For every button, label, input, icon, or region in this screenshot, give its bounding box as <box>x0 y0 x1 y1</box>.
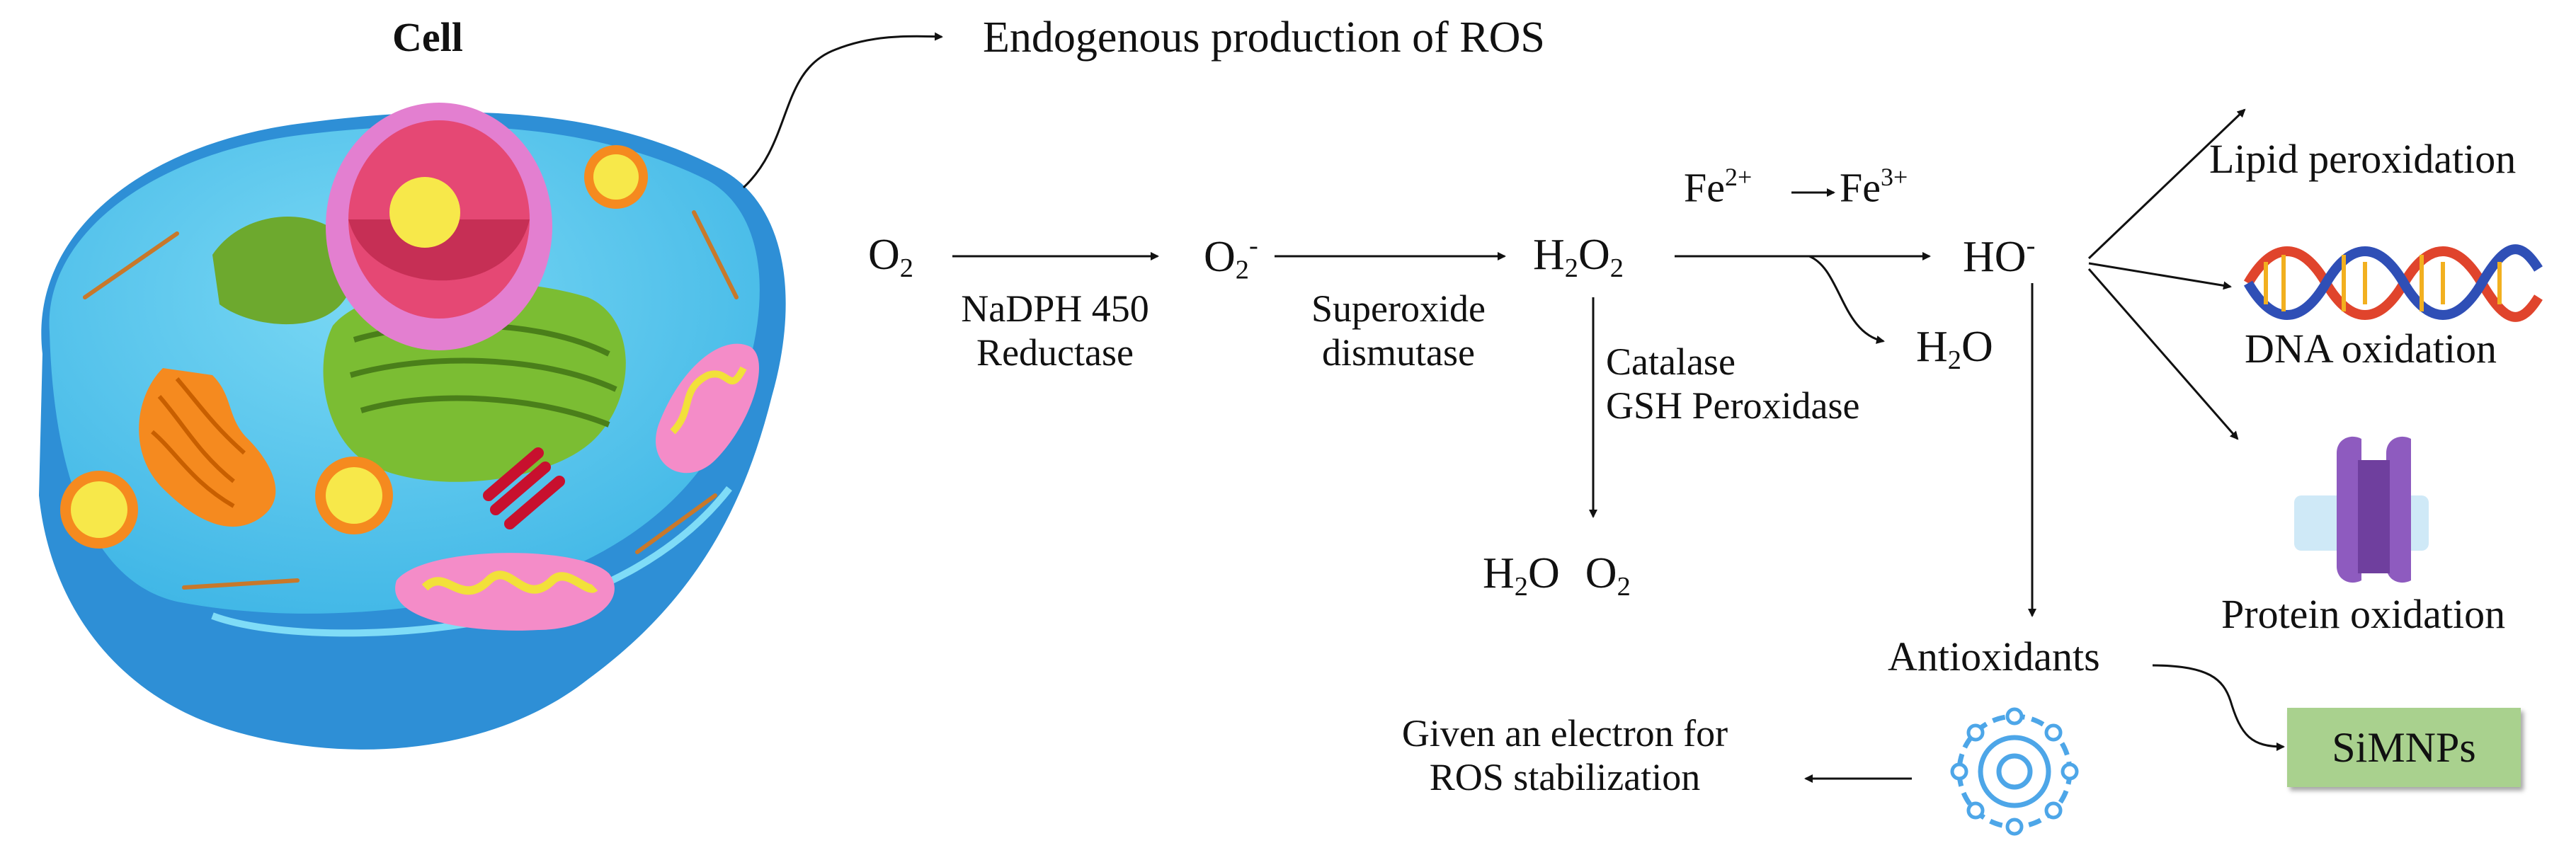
hydroxyl-sup: - <box>2026 231 2036 260</box>
h2o2-o: O <box>1578 231 1610 279</box>
products-o2: O <box>1585 549 1617 597</box>
water-branch-sub: 2 <box>1947 345 1961 375</box>
hydroxyl-label: HO- <box>1963 230 2035 282</box>
h2o2-sub1: 2 <box>1564 253 1578 283</box>
superoxide-o: O <box>1204 232 1236 281</box>
mitochondrion-2 <box>656 343 759 474</box>
atom-icon <box>1950 707 2079 836</box>
water-branch-label: H2O <box>1916 322 1993 376</box>
arrow-to-water-branch <box>1808 255 1885 344</box>
nadph-line2: Reductase <box>976 331 1134 374</box>
vesicles <box>60 145 648 549</box>
fe3-fe: Fe <box>1840 164 1881 211</box>
simnps-label: SiMNPs <box>2332 724 2476 771</box>
nucleolus <box>389 177 460 248</box>
protein-oxidation-label: Protein oxidation <box>2221 591 2506 637</box>
sod-line2: dismutase <box>1322 331 1475 374</box>
lipid-peroxidation-label: Lipid peroxidation <box>2209 136 2517 182</box>
superoxide-sub: 2 <box>1235 255 1249 285</box>
water-branch-o: O <box>1961 323 1993 371</box>
dna-oxidation-label: DNA oxidation <box>2245 326 2497 372</box>
electron-label: Given an electron for ROS stabilization <box>1345 711 1784 799</box>
sod-line1: Superoxide <box>1311 287 1486 330</box>
hydroxyl-ho: HO <box>1963 232 2027 281</box>
nadph-line1: NaDPH 450 <box>961 287 1149 330</box>
arrow-to-protein <box>2087 268 2239 440</box>
superoxide-sup: - <box>1249 231 1258 260</box>
h2o2-sub2: 2 <box>1609 253 1624 283</box>
centrioles <box>483 447 565 529</box>
products-o2-sub: 2 <box>1617 571 1631 602</box>
cell-illustration <box>39 103 786 750</box>
o2-sub: 2 <box>899 253 913 283</box>
sod-label: Superoxide dismutase <box>1285 287 1512 374</box>
water-branch-h: H <box>1916 323 1948 371</box>
superoxide-label: O2- <box>1204 230 1258 286</box>
products-h-sub: 2 <box>1514 571 1528 602</box>
products-o: O <box>1528 549 1560 597</box>
electron-line2: ROS stabilization <box>1429 756 1701 799</box>
gsh-peroxidase-label: GSH Peroxidase <box>1606 384 1860 428</box>
mitochondrion <box>395 553 615 631</box>
o2-o: O <box>868 231 900 279</box>
fe3-sup: 3+ <box>1881 163 1908 191</box>
cell-title: Cell <box>392 14 463 60</box>
fe2-label: Fe2+ <box>1684 163 1752 212</box>
arrow-antioxidants-to-simnps <box>2152 664 2285 751</box>
protein-channel-icon <box>2294 436 2429 583</box>
simnps-box: SiMNPs <box>2287 708 2521 787</box>
o2-label: O2 <box>868 230 913 284</box>
endogenous-label: Endogenous production of ROS <box>983 13 1545 62</box>
nadph-label: NaDPH 450 Reductase <box>942 287 1168 374</box>
h2o2-h: H <box>1533 231 1565 279</box>
fe2-fe: Fe <box>1684 164 1725 211</box>
arrow-to-dna <box>2088 262 2232 290</box>
electron-line1: Given an electron for <box>1401 712 1728 755</box>
h2o2-label: H2O2 <box>1533 230 1624 284</box>
dna-helix-icon <box>2243 244 2543 322</box>
fe3-label: Fe3+ <box>1840 163 1908 212</box>
products-h: H <box>1483 549 1515 597</box>
catalase-label: Catalase <box>1606 340 1736 383</box>
arrow-to-lipid <box>2087 108 2246 260</box>
cytoskeleton <box>83 210 739 590</box>
endoplasmic-reticulum <box>139 368 276 527</box>
enzymes-label: Catalase GSH Peroxidase <box>1606 340 1859 428</box>
fe2-sup: 2+ <box>1725 163 1753 191</box>
cell-to-endogenous-arrow <box>742 32 943 189</box>
golgi-apparatus <box>212 217 356 325</box>
antioxidants-label: Antioxidants <box>1888 633 2100 680</box>
